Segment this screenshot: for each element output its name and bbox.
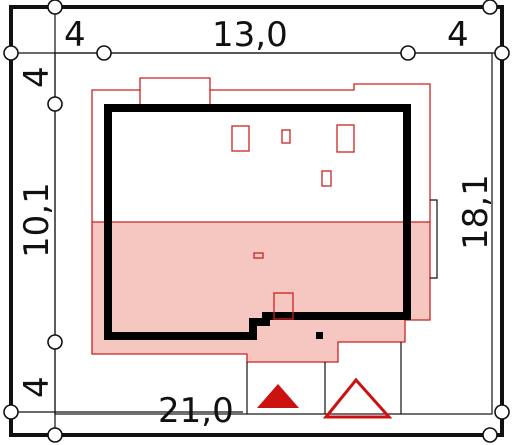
dim-top-left-margin: 4: [64, 15, 86, 55]
pink-terrace-area: [92, 222, 430, 362]
feature-rect: [231, 125, 250, 152]
reference-markers: [3, 0, 510, 443]
site-outline-red: [91, 77, 431, 363]
plot-frame-outer: [9, 5, 504, 437]
dim-left-top-margin: 4: [17, 66, 57, 88]
marker-circle: [96, 45, 112, 61]
dim-left-bottom-margin: 4: [17, 376, 57, 398]
marker-circle: [400, 45, 416, 61]
marker-circle: [47, 0, 63, 15]
marker-circle: [47, 427, 63, 443]
dim-left-depth: 10,1: [17, 182, 57, 258]
feature-marker: [316, 332, 323, 339]
feature-rect: [253, 252, 264, 259]
entrance-filled-triangle-icon: [257, 384, 299, 408]
marker-circle: [494, 45, 510, 61]
feature-rect: [273, 292, 294, 320]
marker-circle: [47, 96, 63, 112]
feature-rect: [336, 124, 355, 153]
dim-top-right-margin: 4: [447, 15, 469, 55]
marker-circle: [3, 45, 19, 61]
building-outline: [104, 104, 411, 340]
marker-circle: [3, 404, 19, 420]
feature-rect: [281, 129, 291, 144]
dim-top-width: 13,0: [212, 15, 288, 55]
feature-rect: [321, 170, 332, 187]
marker-circle: [494, 404, 510, 420]
marker-circle: [482, 427, 498, 443]
dim-bottom-width: 21,0: [158, 391, 234, 431]
marker-circle: [47, 334, 63, 350]
right-bracket: [430, 199, 438, 279]
entrance-outline-triangle-icon: [322, 377, 393, 419]
dim-right-depth: 18,1: [456, 174, 496, 250]
marker-circle: [482, 0, 498, 15]
